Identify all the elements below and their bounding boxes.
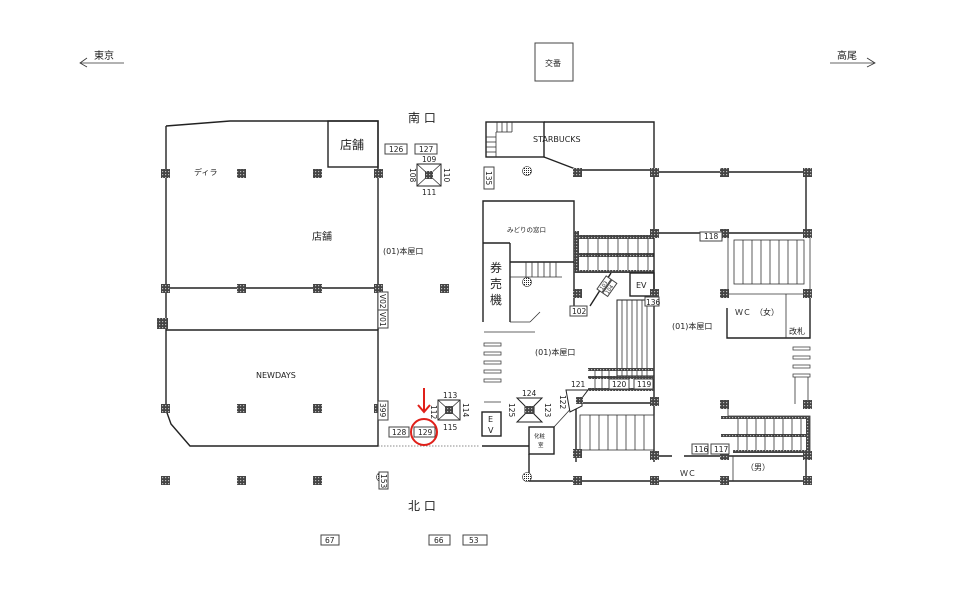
- svg-text:ＷＣ （女）: ＷＣ （女）: [735, 307, 779, 317]
- svg-text:135: 135: [484, 171, 493, 186]
- svg-text:114: 114: [461, 403, 470, 418]
- honya-exit-label-center: (01)本屋口: [535, 347, 575, 357]
- stairs-lower: [553, 402, 655, 462]
- direction-takao: 高尾: [830, 49, 876, 68]
- svg-text:室: 室: [538, 441, 544, 449]
- svg-text:売: 売: [490, 276, 502, 291]
- svg-text:66: 66: [434, 536, 444, 545]
- svg-text:NEWDAYS: NEWDAYS: [256, 371, 296, 380]
- svg-text:113: 113: [443, 391, 458, 400]
- svg-text:122: 122: [558, 395, 567, 410]
- svg-text:EV: EV: [636, 281, 647, 290]
- svg-text:118: 118: [704, 232, 719, 241]
- svg-text:103: 103: [599, 280, 609, 291]
- svg-text:117: 117: [714, 445, 729, 454]
- honya-exit-label-right: (01)本屋口: [672, 321, 712, 331]
- starbucks-block: STARBUCKS: [485, 121, 655, 230]
- direction-takao-label: 高尾: [837, 49, 857, 62]
- svg-text:111: 111: [422, 188, 437, 197]
- target-highlight: [410, 388, 438, 446]
- escalator-upper: [574, 231, 654, 273]
- svg-text:改札: 改札: [789, 326, 805, 336]
- pillar-sign-121: [565, 389, 589, 413]
- escalator-right-lower: （男） ＷＣ: [680, 404, 811, 478]
- svg-text:店舗: 店舗: [340, 138, 364, 152]
- svg-text:化粧: 化粧: [534, 432, 546, 440]
- svg-text:みどりの窓口: みどりの窓口: [507, 225, 546, 234]
- svg-text:153: 153: [379, 474, 388, 489]
- sign-129-target: 129: [418, 428, 433, 437]
- svg-text:108: 108: [408, 168, 417, 183]
- pillar-sign-113: [437, 399, 461, 421]
- svg-text:112: 112: [429, 405, 438, 420]
- svg-text:E: E: [488, 415, 493, 424]
- svg-text:券: 券: [490, 260, 502, 275]
- svg-text:（男）: （男）: [746, 463, 770, 472]
- svg-text:67: 67: [325, 536, 335, 545]
- direction-tokyo: 東京: [79, 49, 124, 68]
- svg-text:店舗: 店舗: [312, 230, 332, 243]
- svg-text:126: 126: [389, 145, 404, 154]
- newdays-block: NEWDAYS: [165, 329, 379, 447]
- svg-text:136: 136: [646, 298, 661, 307]
- police-box: 交番: [534, 42, 574, 82]
- svg-text:125: 125: [507, 403, 516, 418]
- svg-text:STARBUCKS: STARBUCKS: [533, 135, 581, 144]
- north-exit-label: 北 口: [408, 499, 436, 513]
- svg-text:124: 124: [522, 389, 537, 398]
- svg-text:104: 104: [605, 284, 615, 295]
- svg-text:ＷＣ: ＷＣ: [680, 469, 696, 478]
- svg-text:V01: V01: [378, 312, 387, 327]
- svg-text:53: 53: [469, 536, 479, 545]
- shop-block-upper: 店舗 ディラ 店舗: [165, 120, 379, 289]
- escalator-right-upper: [727, 233, 811, 295]
- stairs-center: [588, 299, 655, 391]
- svg-text:交番: 交番: [545, 58, 561, 68]
- midori-window-block: みどりの窓口 券 売 機: [482, 200, 575, 323]
- svg-text:109: 109: [422, 155, 437, 164]
- wc-female-area: ＷＣ （女） 改札: [726, 294, 811, 339]
- pillar-sign-109: [416, 163, 442, 187]
- ticket-gates-center: [483, 342, 502, 383]
- south-exit-label: 南 口: [408, 110, 436, 125]
- svg-text:128: 128: [392, 428, 407, 437]
- svg-text:116: 116: [694, 445, 709, 454]
- svg-text:110: 110: [442, 168, 451, 183]
- direction-tokyo-label: 東京: [94, 49, 114, 62]
- svg-text:121: 121: [571, 380, 586, 389]
- pillar-sign-124: [515, 397, 544, 423]
- svg-text:120: 120: [612, 380, 627, 389]
- highlight-circle: [410, 418, 438, 446]
- svg-text:127: 127: [419, 145, 434, 154]
- pillars: [157, 168, 812, 485]
- svg-text:機: 機: [490, 292, 502, 307]
- ticket-gates-right: [792, 346, 811, 378]
- honya-exit-label-left: (01)本屋口: [383, 246, 423, 256]
- svg-text:ディラ: ディラ: [194, 167, 217, 177]
- svg-text:V02: V02: [378, 294, 387, 309]
- svg-text:115: 115: [443, 423, 458, 432]
- svg-text:V: V: [488, 426, 494, 435]
- svg-text:399: 399: [378, 403, 387, 418]
- svg-text:119: 119: [637, 380, 652, 389]
- elevator-lower: E V: [481, 411, 502, 437]
- svg-text:123: 123: [543, 403, 552, 418]
- svg-text:102: 102: [572, 307, 587, 316]
- sign-boxes: 126 127 109 111 108 110 135 118 102 136 …: [320, 143, 730, 546]
- elevator-upper: EV: [629, 272, 655, 297]
- powder-room: 化粧 室: [528, 426, 555, 455]
